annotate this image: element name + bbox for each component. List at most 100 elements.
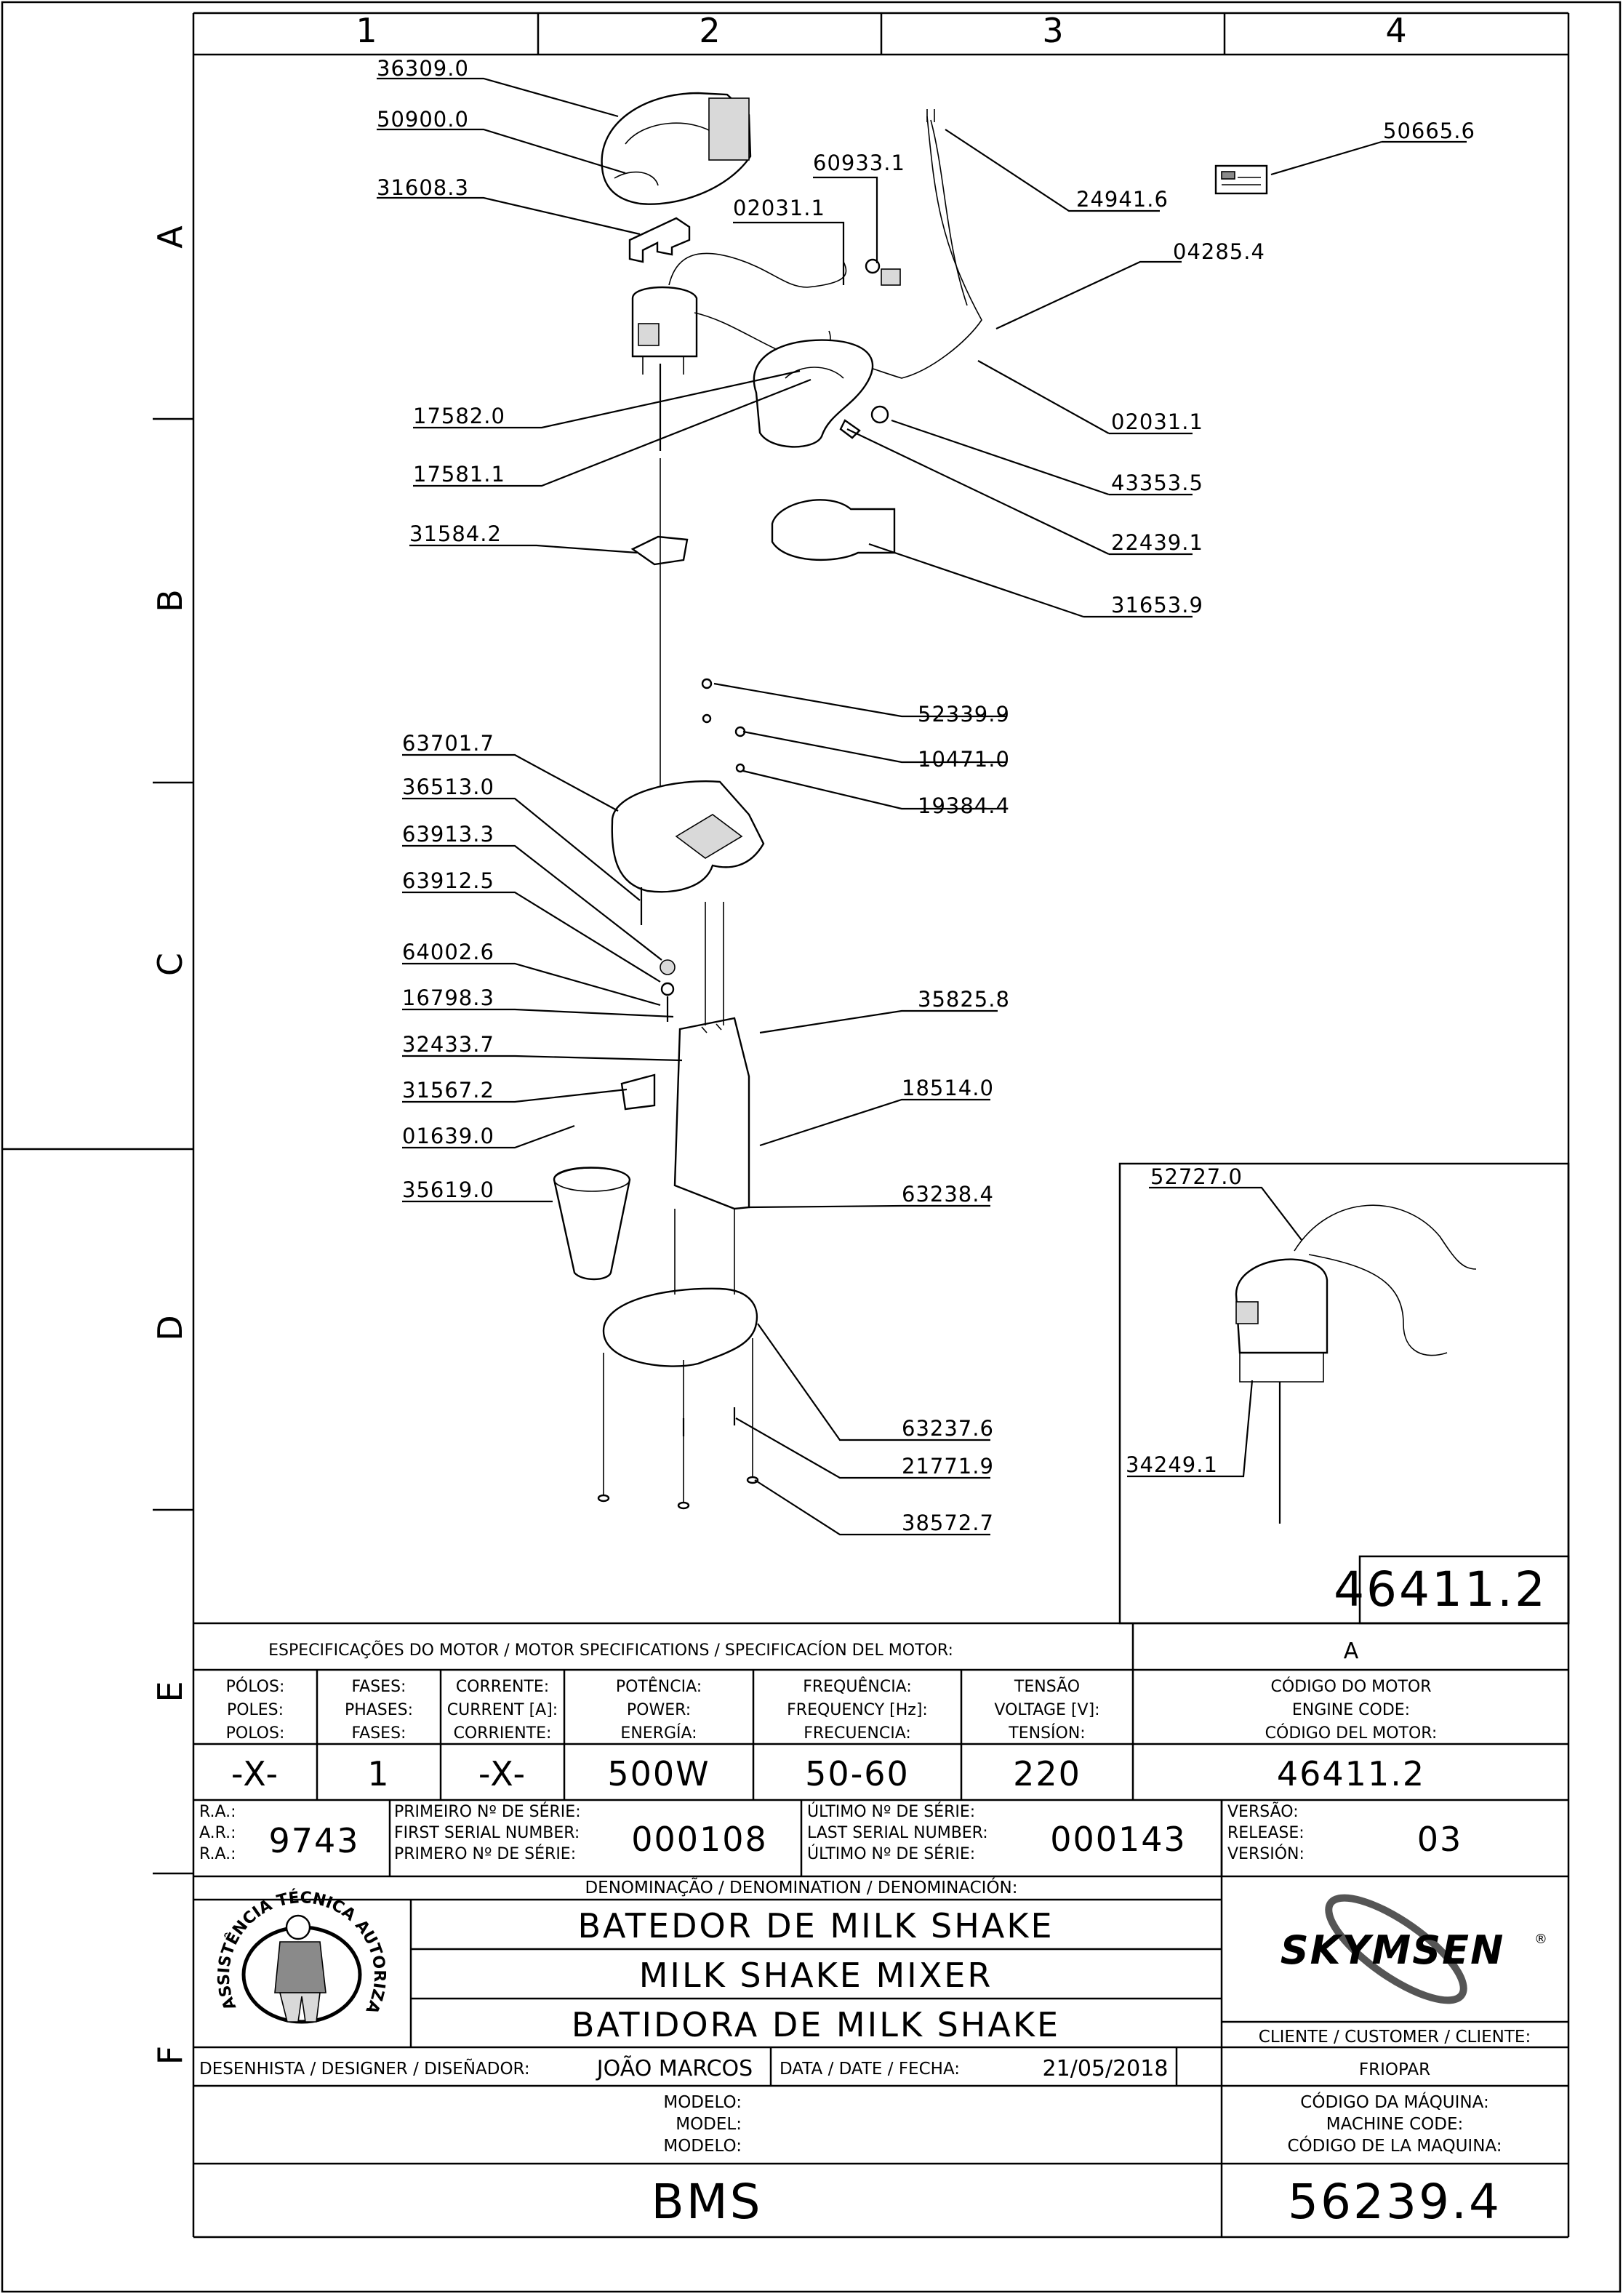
- part-label: 02031.1: [733, 196, 825, 220]
- designer-name: JOÃO MARCOS: [596, 2055, 753, 2081]
- spec-value: -X-: [231, 1754, 279, 1793]
- designer-date-client: DESENHISTA / DESIGNER / DISEÑADOR: JOÃO …: [199, 2028, 1531, 2081]
- part-label: 17581.1: [413, 462, 505, 487]
- version-value: 03: [1417, 1820, 1463, 1859]
- part-label: 24941.6: [1076, 187, 1169, 212]
- part-label: 43353.5: [1111, 471, 1203, 495]
- last-serial-label: ÚLTIMO Nº DE SÉRIE:: [807, 1802, 975, 1821]
- spec-header: CÓDIGO DO MOTOR: [1270, 1677, 1431, 1696]
- part-label: 63237.6: [902, 1416, 994, 1441]
- motor-spec-title: ESPECIFICAÇÕES DO MOTOR / MOTOR SPECIFIC…: [268, 1640, 953, 1660]
- client-label: CLIENTE / CUSTOMER / CLIENTE:: [1259, 2028, 1531, 2047]
- spec-value: 1: [367, 1754, 390, 1793]
- row-label: D: [151, 1315, 190, 1340]
- part-label: 22439.1: [1111, 530, 1203, 555]
- row-label: E: [151, 1681, 190, 1702]
- spec-header: TENSÃO: [1014, 1676, 1080, 1696]
- row-label: C: [151, 953, 190, 976]
- part-label: 16798.3: [402, 985, 494, 1010]
- row-label: B: [151, 589, 190, 612]
- ra-label: R.A.:: [199, 1803, 236, 1821]
- part-label: 35619.0: [402, 1177, 494, 1202]
- spec-header: POTÊNCIA:: [616, 1677, 702, 1696]
- part-label: 63238.4: [902, 1182, 994, 1207]
- last-serial-label: ÚLTIMO Nº DE SÉRIE:: [807, 1844, 975, 1863]
- row-labels: A B C D E F: [151, 225, 190, 2065]
- spec-header: FASES:: [352, 1678, 406, 1696]
- column-label: 3: [1042, 11, 1063, 50]
- part-label: 10471.0: [918, 747, 1010, 772]
- denomination-label: DENOMINAÇÃO / DENOMINATION / DENOMINACIÓ…: [585, 1877, 1017, 1897]
- drawing-code: 46411.2: [1334, 1561, 1547, 1617]
- column-label: 1: [356, 11, 377, 50]
- row-label: A: [151, 225, 190, 249]
- machine-code-label: CÓDIGO DA MÁQUINA:: [1300, 2092, 1488, 2112]
- part-label: 64002.6: [402, 940, 494, 964]
- column-label: 4: [1385, 11, 1406, 50]
- part-label: 04285.4: [1173, 239, 1265, 264]
- date-label: DATA / DATE / FECHA:: [780, 2060, 960, 2079]
- spec-value: 220: [1013, 1754, 1081, 1793]
- designer-label: DESENHISTA / DESIGNER / DISEÑADOR:: [199, 2058, 530, 2079]
- client-value: FRIOPAR: [1359, 2060, 1430, 2079]
- part-label: 17582.0: [413, 404, 505, 428]
- part-label: 50665.6: [1383, 119, 1475, 143]
- part-label: 19384.4: [918, 793, 1010, 818]
- part-label: 36309.0: [377, 56, 469, 81]
- spec-header: ENERGÍA:: [620, 1724, 697, 1743]
- spec-header: FREQUÊNCIA:: [803, 1677, 912, 1696]
- ra-value: 9743: [268, 1821, 359, 1860]
- column-label: 2: [699, 11, 720, 50]
- model-label: MODEL:: [676, 2115, 742, 2134]
- spec-header: POWER:: [627, 1701, 691, 1719]
- part-label: 34249.1: [1126, 1452, 1218, 1477]
- brand-name: SKYMSEN: [1281, 1927, 1505, 1973]
- model-and-machine-code: MODELO: MODEL: MODELO: BMS CÓDIGO DA MÁQ…: [651, 2092, 1502, 2230]
- spec-header: CORRENTE:: [456, 1678, 549, 1696]
- part-label: 21771.9: [902, 1454, 994, 1479]
- denomination-block: DENOMINAÇÃO / DENOMINATION / DENOMINACIÓ…: [572, 1877, 1058, 2044]
- part-label: 63913.3: [402, 822, 494, 847]
- spec-header: ENGINE CODE:: [1292, 1701, 1410, 1719]
- model-value: BMS: [651, 2174, 762, 2230]
- spec-header: FRECUENCIA:: [804, 1724, 911, 1743]
- column-labels: 1 2 3 4: [356, 11, 1406, 50]
- spec-header: CURRENT [A]:: [447, 1701, 558, 1719]
- spec-value: 46411.2: [1277, 1754, 1425, 1793]
- part-label: 31653.9: [1111, 593, 1203, 617]
- row-label: F: [151, 2046, 190, 2065]
- first-serial-label: FIRST SERIAL NUMBER:: [394, 1824, 580, 1842]
- motor-spec-table: ESPECIFICAÇÕES DO MOTOR / MOTOR SPECIFIC…: [226, 1639, 1438, 1793]
- spec-header: CORRIENTE:: [454, 1724, 552, 1743]
- machine-code-value: 56239.4: [1288, 2174, 1502, 2230]
- model-label: MODELO:: [663, 2137, 742, 2156]
- part-labels: 36309.0 50900.0 31608.3 60933.1 02031.1 …: [377, 56, 1475, 1535]
- model-label: MODELO:: [663, 2093, 742, 2112]
- part-label: 31608.3: [377, 175, 469, 200]
- ra-label: R.A.:: [199, 1845, 236, 1863]
- brand-logo: SKYMSEN ®: [1281, 1894, 1547, 2004]
- product-name-pt: BATEDOR DE MILK SHAKE: [577, 1906, 1054, 1945]
- last-serial-value: 000143: [1050, 1820, 1187, 1859]
- part-label: 50900.0: [377, 107, 469, 132]
- spec-header: POLES:: [227, 1701, 284, 1719]
- first-serial-value: 000108: [631, 1820, 768, 1859]
- part-label: 38572.7: [902, 1511, 994, 1535]
- last-serial-label: LAST SERIAL NUMBER:: [807, 1824, 988, 1842]
- version-label: VERSIÓN:: [1227, 1844, 1305, 1863]
- part-label: 01639.0: [402, 1124, 494, 1148]
- spec-header: FASES:: [352, 1724, 406, 1743]
- part-label: 31567.2: [402, 1078, 494, 1103]
- part-label: 31584.2: [409, 521, 502, 546]
- machine-code-label: MACHINE CODE:: [1326, 2115, 1464, 2134]
- motor-inset: 52727.0 34249.1 46411.2: [1118, 1162, 1570, 1625]
- part-label: 32433.7: [402, 1032, 494, 1057]
- spec-header: POLOS:: [226, 1724, 285, 1743]
- part-label: 36513.0: [402, 775, 494, 799]
- part-label: 02031.1: [1111, 409, 1203, 434]
- part-label: 63701.7: [402, 731, 494, 756]
- part-label: 35825.8: [918, 987, 1010, 1012]
- serial-row: R.A.: A.R.: R.A.: 9743 PRIMEIRO Nº DE SÉ…: [199, 1801, 1463, 1863]
